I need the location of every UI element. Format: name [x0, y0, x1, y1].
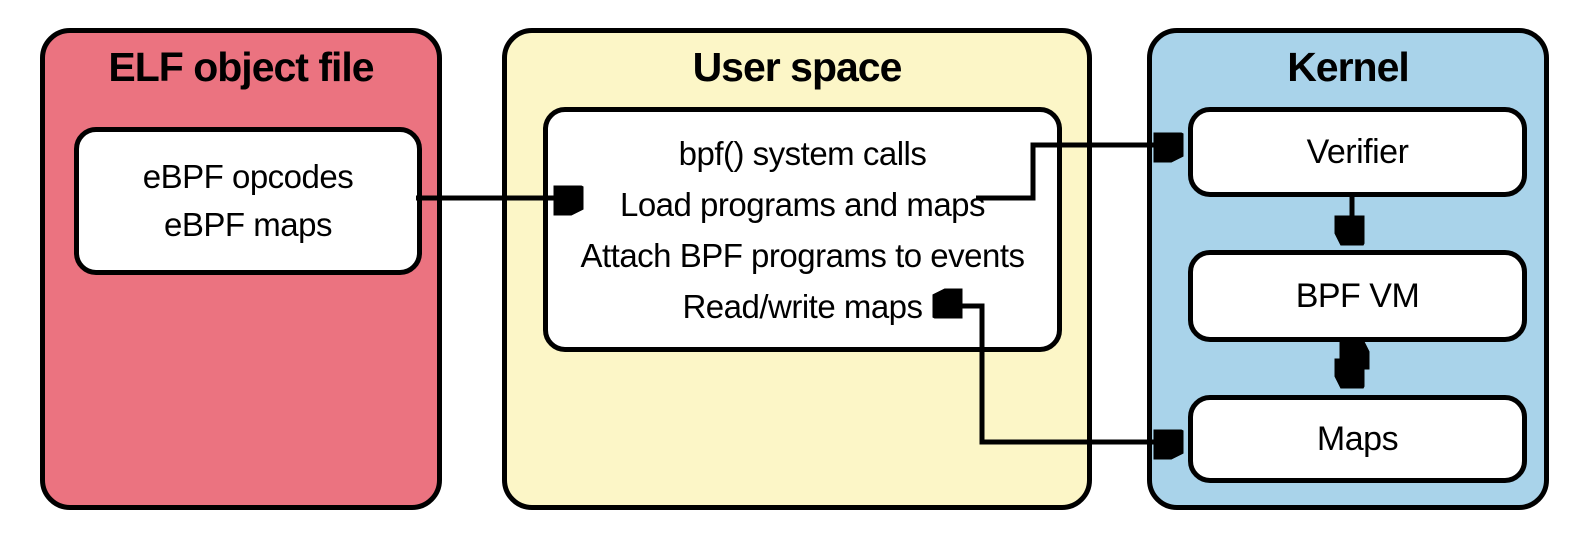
kernel-box-label: Verifier: [1306, 133, 1409, 171]
user-space-panel: User space bpf() system calls Load progr…: [502, 28, 1092, 510]
user-space-action-line: Load programs and maps: [619, 185, 986, 223]
user-space-panel-title: User space: [692, 44, 903, 90]
elf-object-file-panel: ELF object file eBPF opcodes eBPF maps: [40, 28, 442, 510]
kernel-panel-title: Kernel: [1287, 44, 1410, 90]
kernel-box-maps: Maps: [1188, 395, 1527, 483]
elf-contents-line: eBPF maps: [164, 206, 332, 243]
elf-contents-line: eBPF opcodes: [142, 158, 354, 195]
elf-panel-title: ELF object file: [108, 44, 374, 90]
kernel-box-label: BPF VM: [1295, 277, 1420, 315]
kernel-box-bpf-vm: BPF VM: [1188, 250, 1527, 342]
elf-contents-box: eBPF opcodes eBPF maps: [74, 127, 422, 275]
user-space-action-line: Read/write maps: [682, 287, 923, 325]
user-space-actions-box: bpf() system calls Load programs and map…: [543, 107, 1062, 352]
user-space-action-line: Attach BPF programs to events: [580, 236, 1025, 274]
user-space-action-line: bpf() system calls: [678, 134, 927, 172]
kernel-box-verifier: Verifier: [1188, 107, 1527, 197]
kernel-box-label: Maps: [1316, 420, 1399, 458]
kernel-panel: Kernel Verifier BPF VM Maps: [1147, 28, 1549, 510]
